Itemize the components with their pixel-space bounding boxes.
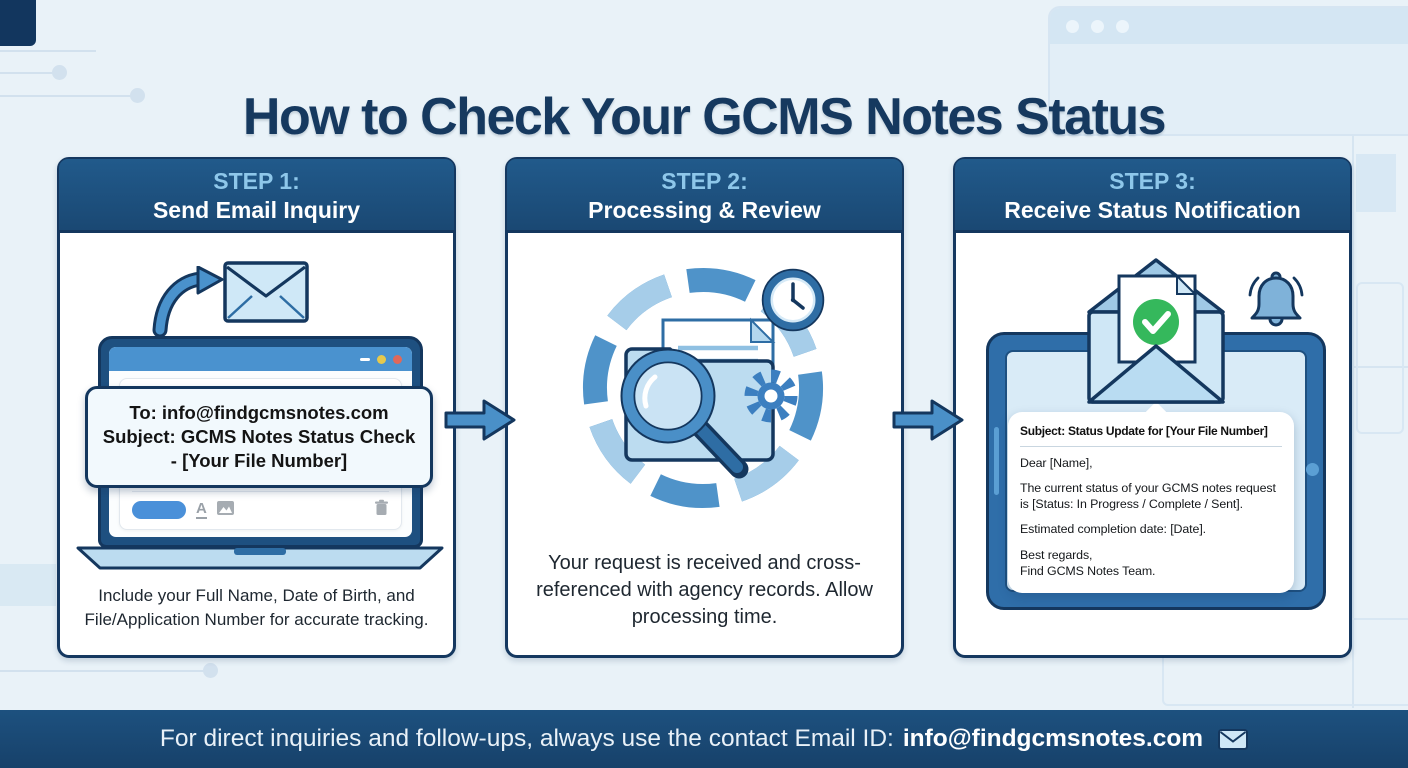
step-3-header: STEP 3: Receive Status Notification bbox=[955, 159, 1350, 233]
trash-icon bbox=[374, 499, 389, 521]
mail-icon bbox=[1218, 728, 1249, 750]
right-arrow-icon bbox=[444, 396, 516, 444]
step-3-label: STEP 3: bbox=[1109, 168, 1196, 194]
envelope-icon bbox=[222, 260, 310, 329]
divider bbox=[1020, 446, 1282, 447]
circuit-node bbox=[52, 65, 67, 80]
circuit-rect bbox=[1356, 154, 1396, 212]
email-greeting: Dear [Name], bbox=[1020, 456, 1093, 470]
circuit-line bbox=[0, 670, 210, 672]
window-dot-icon bbox=[1116, 19, 1129, 33]
font-format-icon: A bbox=[196, 500, 207, 519]
magnifier-icon bbox=[620, 348, 749, 479]
email-status-line: The current status of your GCMS notes re… bbox=[1020, 481, 1276, 512]
curved-arrow-icon bbox=[148, 265, 224, 343]
step-2-heading: Processing & Review bbox=[588, 196, 821, 223]
page-title: How to Check Your GCMS Notes Status bbox=[242, 87, 1167, 146]
circuit-node bbox=[203, 663, 218, 678]
laptop-base bbox=[68, 546, 452, 577]
email-signature: Best regards,Find GCMS Notes Team. bbox=[1020, 547, 1282, 579]
window-titlebar bbox=[109, 347, 412, 371]
email-to-line: To: info@findgcmsnotes.com bbox=[129, 402, 389, 423]
window-dot-icon bbox=[377, 354, 386, 364]
email-subject-line2: - [Your File Number] bbox=[170, 450, 348, 472]
step-1-header: STEP 1: Send Email Inquiry bbox=[59, 159, 454, 233]
step-2-header: STEP 2: Processing & Review bbox=[507, 159, 902, 233]
background-band bbox=[0, 564, 56, 606]
tablet-side-button bbox=[994, 427, 999, 495]
step-1-caption: Include your Full Name, Date of Birth, a… bbox=[84, 586, 429, 629]
step-1-heading: Send Email Inquiry bbox=[152, 196, 361, 223]
step-3-heading: Receive Status Notification bbox=[1004, 196, 1301, 223]
corner-accent-block bbox=[0, 0, 36, 46]
open-envelope-check-icon bbox=[1081, 250, 1231, 413]
step-2-label: STEP 2: bbox=[661, 168, 748, 194]
email-details-callout: To: info@findgcmsnotes.com Subject: GCMS… bbox=[85, 386, 433, 489]
window-dot-icon bbox=[393, 354, 402, 364]
email-closing: Best regards, bbox=[1020, 547, 1093, 562]
circuit-line bbox=[1352, 366, 1408, 368]
clock-icon bbox=[760, 267, 826, 338]
image-attach-icon bbox=[216, 500, 234, 520]
footer-text: For direct inquiries and follow-ups, alw… bbox=[159, 725, 894, 752]
check-circle-icon bbox=[1133, 299, 1179, 345]
send-button bbox=[132, 501, 186, 519]
footer-email: info@findgcmsnotes.com bbox=[902, 725, 1204, 752]
step-1-panel: STEP 1: Send Email Inquiry bbox=[57, 157, 456, 658]
email-subject: Subject: Status Update for [Your File Nu… bbox=[1020, 424, 1268, 438]
email-team: Find GCMS Notes Team. bbox=[1020, 563, 1156, 578]
window-dot-icon bbox=[1066, 19, 1079, 33]
circuit-rect bbox=[1356, 282, 1404, 434]
compose-toolbar: A bbox=[132, 491, 389, 521]
circuit-line bbox=[0, 72, 56, 74]
gear-icon bbox=[744, 369, 798, 423]
footer-bar: For direct inquiries and follow-ups, alw… bbox=[0, 710, 1408, 768]
step-2-panel: STEP 2: Processing & Review bbox=[505, 157, 904, 658]
bell-icon bbox=[1244, 268, 1308, 337]
window-dot-icon bbox=[1091, 19, 1104, 33]
email-completion-line: Estimated completion date: [Date]. bbox=[1020, 522, 1206, 537]
minimize-icon bbox=[360, 357, 370, 361]
tablet-camera-dot bbox=[1306, 463, 1319, 476]
browser-decoration-titlebar bbox=[1050, 8, 1408, 44]
step-1-label: STEP 1: bbox=[213, 168, 300, 194]
email-subject-line: Subject: GCMS Notes Status Check bbox=[102, 426, 416, 448]
step-3-panel: STEP 3: Receive Status Notification bbox=[953, 157, 1352, 658]
circuit-line bbox=[1352, 128, 1354, 708]
circuit-line bbox=[0, 50, 96, 52]
step-2-caption: Your request is received and cross-refer… bbox=[536, 552, 873, 628]
folder-search-illustration bbox=[608, 310, 808, 490]
status-email-card: Subject: Status Update for [Your File Nu… bbox=[1008, 401, 1294, 593]
right-arrow-icon bbox=[892, 396, 964, 444]
